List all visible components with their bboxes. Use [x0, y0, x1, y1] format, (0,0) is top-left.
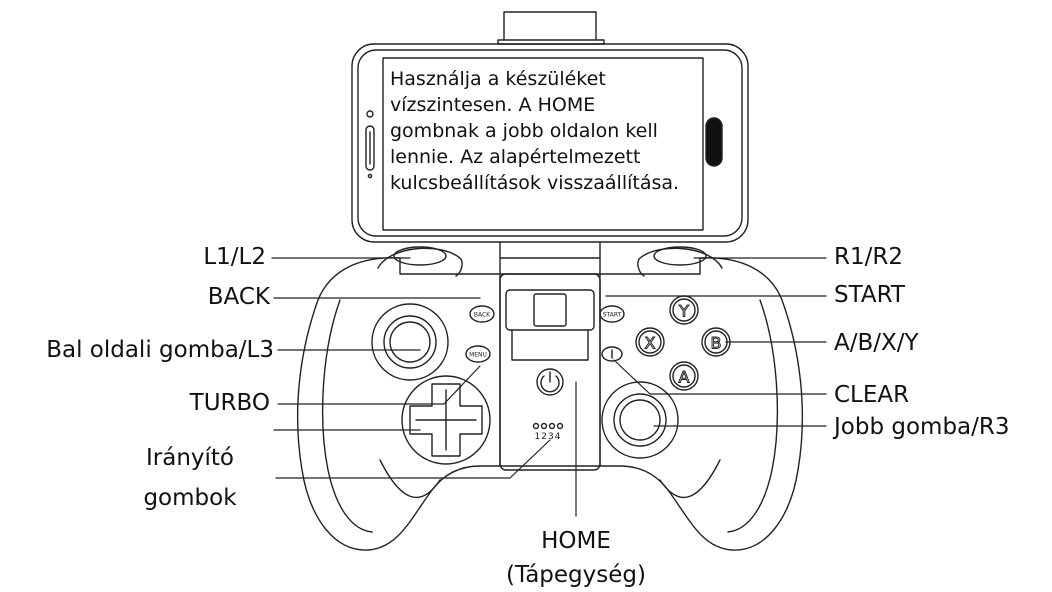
a-button-glyph: A: [679, 368, 690, 387]
menu-button-text: MENU: [469, 352, 487, 359]
label-r1r2: R1/R2: [834, 244, 903, 270]
label-turbo: TURBO: [189, 390, 270, 416]
start-button: [599, 305, 625, 323]
label-clear: CLEAR: [834, 382, 910, 408]
x-button-glyph: X: [645, 334, 656, 353]
back-button-text: BACK: [474, 312, 491, 319]
back-button: [469, 305, 495, 323]
label-left-stick: Bal oldali gomba/L3: [46, 337, 274, 363]
label-start: START: [834, 282, 905, 308]
start-button-text: START: [603, 312, 622, 319]
dpad: [401, 375, 491, 465]
label-dpad-line2: gombok: [143, 485, 237, 511]
controller-body: [296, 257, 804, 551]
left-stick: [371, 303, 449, 381]
shoulder-right: [637, 246, 723, 277]
led-numbers: 1234: [535, 432, 562, 442]
clear-button: [601, 346, 623, 362]
y-button-glyph: Y: [678, 302, 689, 321]
label-home-line2: (Tápegység): [506, 562, 646, 588]
b-button-glyph: B: [711, 334, 722, 353]
menu-button: [465, 345, 491, 363]
right-stick: [601, 381, 679, 459]
label-back: BACK: [207, 284, 270, 310]
label-l1l2: L1/L2: [203, 244, 266, 270]
phone: [351, 43, 749, 243]
player-leds: [532, 422, 564, 430]
home-power-button: [536, 368, 564, 396]
leader-lines: [271, 257, 827, 517]
phone-screen-instruction: Használja a készüléket vízszintesen. A H…: [390, 68, 680, 194]
clamp-neck: [499, 241, 601, 275]
shoulder-left: [377, 246, 463, 277]
label-dpad-line1: Irányító: [145, 445, 234, 471]
clamp-top-tab: [497, 11, 605, 45]
label-right-stick: Jobb gomba/R3: [834, 414, 1010, 440]
label-abxy: A/B/X/Y: [834, 330, 919, 356]
label-home-line1: HOME: [541, 528, 611, 554]
